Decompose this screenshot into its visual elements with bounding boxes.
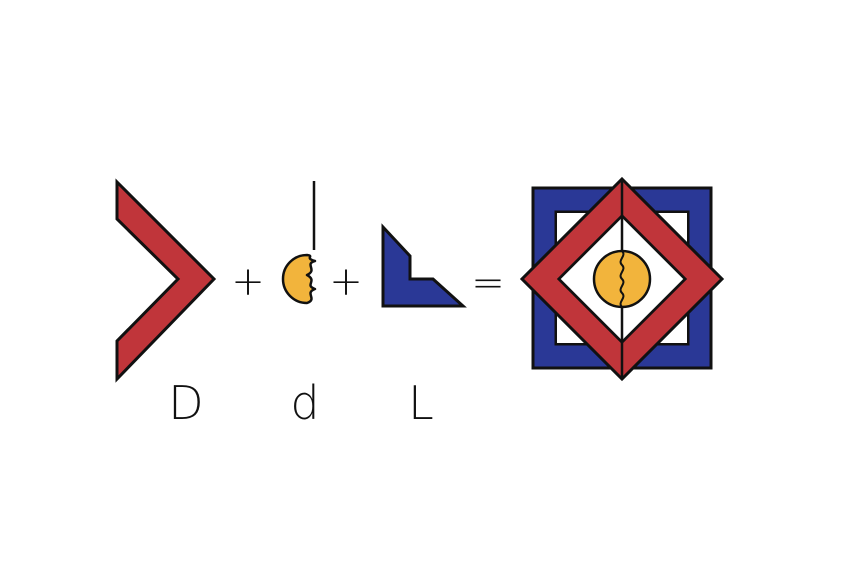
part-d-small-half-circle [281,181,317,305]
part-d-red-chevron [115,178,217,383]
result-composite [519,176,725,382]
wavy-split-line [619,250,625,308]
label-lowercase-d: d [290,376,319,430]
label-capital-l: L [408,376,434,430]
equals-operator: = [471,260,505,306]
part-l-blue-corner [381,223,467,308]
plus-operator-1: + [231,259,265,305]
plus-operator-2: + [329,259,363,305]
red-chevron-shape [115,178,217,383]
yellow-half-circle-shape [281,253,317,305]
label-capital-d: D [168,376,203,430]
blue-corner-shape [381,223,467,308]
